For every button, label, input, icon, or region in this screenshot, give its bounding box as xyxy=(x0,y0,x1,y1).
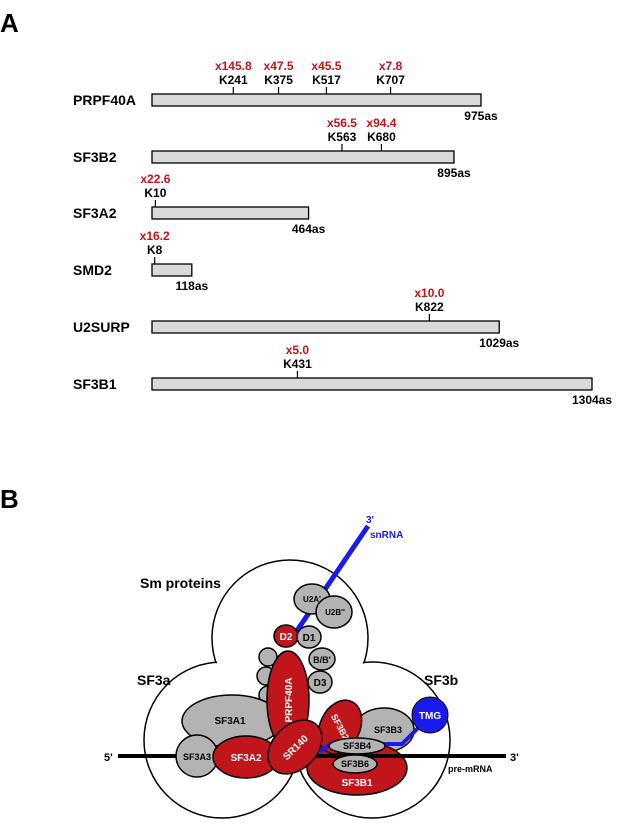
d1-protein: D1 xyxy=(296,625,322,649)
protein-length-label: 975as xyxy=(464,109,498,123)
u2b-protein: U2B'' xyxy=(315,595,353,629)
sf3a-label: SF3a xyxy=(137,672,171,688)
protein-length-label: 1029as xyxy=(479,336,519,350)
protein-bar xyxy=(151,377,593,391)
fold-change-label: x7.8 xyxy=(379,59,403,73)
protein-name: PRPF40A xyxy=(73,92,136,108)
svg-text:SF3B4: SF3B4 xyxy=(343,741,371,751)
fold-change-label: x10.0 xyxy=(414,286,444,300)
protein-name: SF3B2 xyxy=(73,149,117,165)
fold-change-label: x22.6 xyxy=(140,172,170,186)
protein-bar xyxy=(151,320,500,334)
protein-name: SMD2 xyxy=(73,262,112,278)
tmg-cap: TMG xyxy=(411,696,449,734)
fold-change-label: x5.0 xyxy=(286,343,310,357)
snrna-3-end-label: 3' xyxy=(366,515,374,526)
svg-text:D3: D3 xyxy=(314,678,327,689)
svg-text:D2: D2 xyxy=(280,632,293,643)
pre-mrna-3-end-label: 3' xyxy=(510,752,519,764)
svg-text:SF3A1: SF3A1 xyxy=(214,716,246,727)
site-label: K8 xyxy=(147,243,163,257)
svg-text:SF3B1: SF3B1 xyxy=(341,778,373,789)
panel-b-label: B xyxy=(0,484,19,514)
svg-text:SF3A3: SF3A3 xyxy=(183,752,211,762)
fold-change-label: x94.4 xyxy=(366,116,396,130)
snrna-label: snRNA xyxy=(370,530,403,541)
fold-change-label: x45.5 xyxy=(311,59,341,73)
svg-text:PRPF40A: PRPF40A xyxy=(284,677,295,722)
fold-change-label: x47.5 xyxy=(264,59,294,73)
protein-bar xyxy=(151,93,482,107)
svg-text:B/B': B/B' xyxy=(313,655,331,665)
site-label: K10 xyxy=(144,186,166,200)
sr140-protein: SR140 xyxy=(267,719,323,775)
sf3b-label: SF3b xyxy=(424,672,458,688)
protein-bar xyxy=(151,150,455,164)
u2-snrnp-model: 3' snRNA Sm proteins SF3a SF3b U2A' U2B'… xyxy=(104,515,519,819)
protein-row: PRPF40A 975as K241x145.8K375x47.5K517x45.5… xyxy=(73,59,498,123)
sf3b4-protein: SF3B4 xyxy=(328,737,386,755)
protein-domain-maps: PRPF40A 975as K241x145.8K375x47.5K517x45.5… xyxy=(73,59,612,407)
pre-mrna-5-end-label: 5' xyxy=(104,752,113,764)
site-label: K517 xyxy=(312,73,341,87)
protein-length-label: 118as xyxy=(175,279,208,293)
svg-text:U2B'': U2B'' xyxy=(325,608,345,617)
protein-name: SF3A2 xyxy=(73,205,117,221)
panel-a-label: A xyxy=(0,8,19,38)
protein-bar xyxy=(151,263,193,277)
site-label: K680 xyxy=(367,130,396,144)
svg-text:D1: D1 xyxy=(303,633,316,644)
d2-protein: D2 xyxy=(273,624,299,648)
protein-length-label: 1304as xyxy=(572,393,612,407)
fold-change-label: x145.8 xyxy=(215,59,252,73)
site-label: K375 xyxy=(264,73,293,87)
protein-name: U2SURP xyxy=(73,319,130,335)
site-label: K563 xyxy=(328,130,357,144)
protein-name: SF3B1 xyxy=(73,376,117,392)
site-label: K431 xyxy=(283,357,312,371)
sm-proteins-label: Sm proteins xyxy=(140,575,221,591)
svg-text:U2A': U2A' xyxy=(303,595,321,604)
protein-length-label: 895as xyxy=(437,166,471,180)
fold-change-label: x56.5 xyxy=(327,116,357,130)
bb-protein: B/B' xyxy=(308,647,336,671)
site-label: K241 xyxy=(219,73,248,87)
fold-change-label: x16.2 xyxy=(140,229,170,243)
sf3b6-protein: SF3B6 xyxy=(332,754,378,774)
svg-text:SF3B6: SF3B6 xyxy=(341,759,369,769)
protein-bar xyxy=(151,206,310,220)
pre-mrna-label: pre-mRNA xyxy=(448,764,493,774)
protein-length-label: 464as xyxy=(292,222,326,236)
sf3a3-protein: SF3A3 xyxy=(175,734,219,778)
svg-text:SF3B3: SF3B3 xyxy=(374,725,402,735)
site-label: K707 xyxy=(376,73,405,87)
site-label: K822 xyxy=(415,300,444,314)
svg-text:TMG: TMG xyxy=(419,711,441,722)
svg-text:SF3A2: SF3A2 xyxy=(230,753,262,764)
d3-protein: D3 xyxy=(307,670,333,694)
